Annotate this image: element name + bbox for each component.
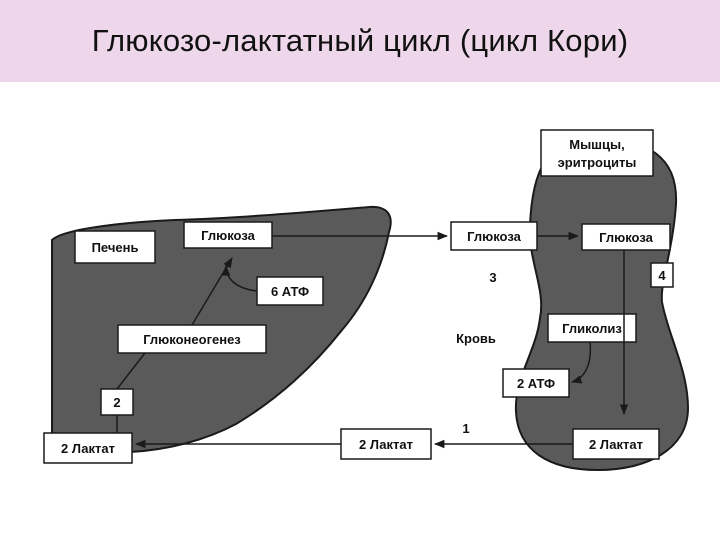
liver-glucose-label: Глюкоза — [201, 228, 255, 243]
muscle-lactate-label: 2 Лактат — [589, 437, 643, 452]
muscle-glucose-label: Глюкоза — [599, 230, 653, 245]
liver-pathway-line — [116, 352, 146, 390]
page-title: Глюкозо-лактатный цикл (цикл Кори) — [91, 23, 629, 58]
title-bar: Глюкозо-лактатный цикл (цикл Кори) — [0, 0, 720, 82]
muscle-label-line2: эритроциты — [558, 155, 637, 170]
liver-label-box: Печень — [74, 230, 156, 264]
liver-step-box: 2 — [100, 388, 134, 416]
muscle-step-label: 4 — [658, 268, 666, 283]
liver-lactate-box: 2 Лактат — [43, 432, 133, 464]
blood-lactate-box: 2 Лактат — [340, 428, 432, 460]
liver-atp-box: 6 АТФ — [256, 276, 324, 306]
blood-step-3: 3 — [489, 270, 496, 285]
blood-glucose-box: Глюкоза — [450, 221, 538, 251]
muscle-atp-box: 2 АТФ — [502, 368, 570, 398]
muscle-label-box: Мышцы, эритроциты — [540, 129, 654, 177]
gluconeogenesis-box: Глюконеогенез — [117, 324, 267, 354]
glycolysis-label: Гликолиз — [562, 321, 622, 336]
blood-glucose-label: Глюкоза — [467, 229, 521, 244]
blood-step-1: 1 — [462, 421, 469, 436]
liver-atp-label: 6 АТФ — [271, 284, 309, 299]
liver-lactate-label: 2 Лактат — [61, 441, 115, 456]
blood-lactate-label: 2 Лактат — [359, 437, 413, 452]
muscle-label-line1: Мышцы, — [569, 137, 624, 152]
atp-input-arrow — [221, 264, 258, 292]
gluconeogenesis-label: Глюконеогенез — [143, 332, 241, 347]
muscle-glucose-box: Глюкоза — [581, 223, 671, 251]
liver-glucose-box: Глюкоза — [183, 221, 273, 249]
liver-label: Печень — [92, 240, 139, 255]
muscle-lactate-box: 2 Лактат — [572, 428, 660, 460]
muscle-atp-label: 2 АТФ — [517, 376, 555, 391]
arrow-left-icon — [570, 341, 592, 384]
glycolysis-box: Гликолиз — [547, 313, 637, 343]
muscle-shape — [514, 136, 690, 472]
blood-label: Кровь — [456, 331, 496, 346]
muscle-step-box: 4 — [650, 262, 674, 288]
liver-step-label: 2 — [113, 395, 120, 410]
